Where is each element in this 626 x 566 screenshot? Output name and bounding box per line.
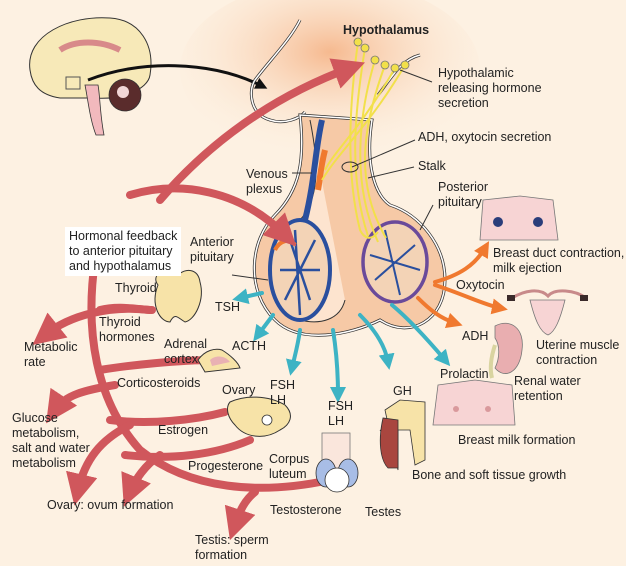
oxytocin-breast-arrow bbox=[433, 241, 490, 284]
renal-label: Renal water retention bbox=[514, 374, 581, 403]
stalk-label: Stalk bbox=[418, 159, 446, 173]
breast-icon-upper bbox=[479, 195, 559, 241]
hypothalamus-label: Hypothalamus bbox=[343, 23, 430, 37]
progesterone-label: Progesterone bbox=[188, 459, 264, 473]
feedback-arrows bbox=[32, 58, 366, 541]
breast-milk-label: Breast milk formation bbox=[458, 433, 576, 447]
tsh-label: TSH bbox=[215, 300, 240, 314]
glucose-label: Glucose metabolism, salt and water metab… bbox=[12, 411, 90, 470]
tsh-arrow bbox=[232, 288, 264, 305]
gh-label: GH bbox=[393, 384, 412, 398]
feedback-arrow-anterior bbox=[126, 184, 297, 247]
uterus-icon bbox=[507, 289, 588, 336]
oxytocin-label: Oxytocin bbox=[456, 278, 505, 292]
feedback-arrow-sperm bbox=[224, 488, 259, 541]
thyroid-hormones-label: Thyroid hormones bbox=[99, 315, 155, 344]
kidney-icon bbox=[488, 322, 523, 379]
acth-arrow bbox=[253, 313, 275, 342]
feedback-arrow-glucose bbox=[46, 381, 119, 424]
estrogen-label: Estrogen bbox=[158, 423, 209, 437]
breast-icon-lower bbox=[432, 379, 516, 426]
feedback-trunk bbox=[87, 256, 334, 492]
thyroid-icon bbox=[154, 269, 202, 323]
adh-arrow bbox=[416, 296, 463, 329]
adrenal-icon bbox=[197, 348, 241, 373]
fsh-lh-arrow-1 bbox=[286, 328, 302, 376]
posterior-pituitary-label: Posterior pituitary bbox=[438, 180, 489, 209]
ovary-icon bbox=[227, 396, 291, 437]
adh-oxytocin-secretion-label: ADH, oxytocin secretion bbox=[418, 130, 552, 144]
corticosteroids-label: Corticosteroids bbox=[117, 376, 201, 390]
testes-label: Testes bbox=[365, 505, 402, 519]
anterior-pituitary-label: Anterior pituitary bbox=[190, 235, 234, 264]
posterior-hormone-arrows bbox=[416, 241, 508, 329]
pointer-arrow bbox=[87, 64, 268, 89]
feedback-label: Hormonal feedback to anterior pituitary … bbox=[65, 227, 182, 276]
feedback-arrow-ovum1 bbox=[66, 421, 134, 506]
adh-label: ADH bbox=[462, 329, 489, 343]
shoulder-bone-icon bbox=[379, 399, 426, 471]
pointer-lines bbox=[231, 69, 434, 441]
bone-growth-label: Bone and soft tissue growth bbox=[412, 468, 567, 482]
sperm-formation-label: Testis: sperm formation bbox=[195, 533, 269, 562]
feedback-arrow-hypothalamus bbox=[156, 58, 366, 204]
feedback-arrow-ovum2 bbox=[121, 451, 164, 507]
oxytocin-uterus-arrow bbox=[433, 283, 508, 315]
anterior-hormone-arrows bbox=[232, 288, 451, 403]
corpus-luteum-label: Corpus luteum bbox=[269, 452, 310, 481]
fsh-lh-label-1: FSH LH bbox=[270, 378, 295, 407]
thyroid-label: Thyroid bbox=[115, 281, 157, 295]
gh-arrow bbox=[358, 313, 395, 370]
uterine-label: Uterine muscle contraction bbox=[536, 338, 620, 367]
breast-duct-label: Breast duct contraction, milk ejection bbox=[493, 246, 625, 275]
acth-label: ACTH bbox=[232, 339, 267, 353]
fsh-lh-label-2: FSH LH bbox=[328, 399, 353, 428]
brain-icon bbox=[29, 17, 152, 136]
ovum-formation-label: Ovary: ovum formation bbox=[47, 498, 174, 512]
adrenal-cortex-label: Adrenal cortex bbox=[164, 337, 208, 366]
fsh-lh-arrow-2 bbox=[329, 328, 346, 403]
prolactin-label: Prolactin bbox=[440, 367, 489, 381]
releasing-hormone-label: Hypothalamic releasing hormone secretion bbox=[438, 66, 542, 110]
ovary-label: Ovary bbox=[222, 383, 256, 397]
metabolic-rate-label: Metabolic rate bbox=[24, 340, 78, 369]
prolactin-arrow bbox=[390, 303, 451, 367]
testes-icon bbox=[315, 432, 359, 493]
testosterone-label: Testosterone bbox=[270, 503, 342, 517]
venous-plexus-label: Venous plexus bbox=[246, 167, 288, 196]
